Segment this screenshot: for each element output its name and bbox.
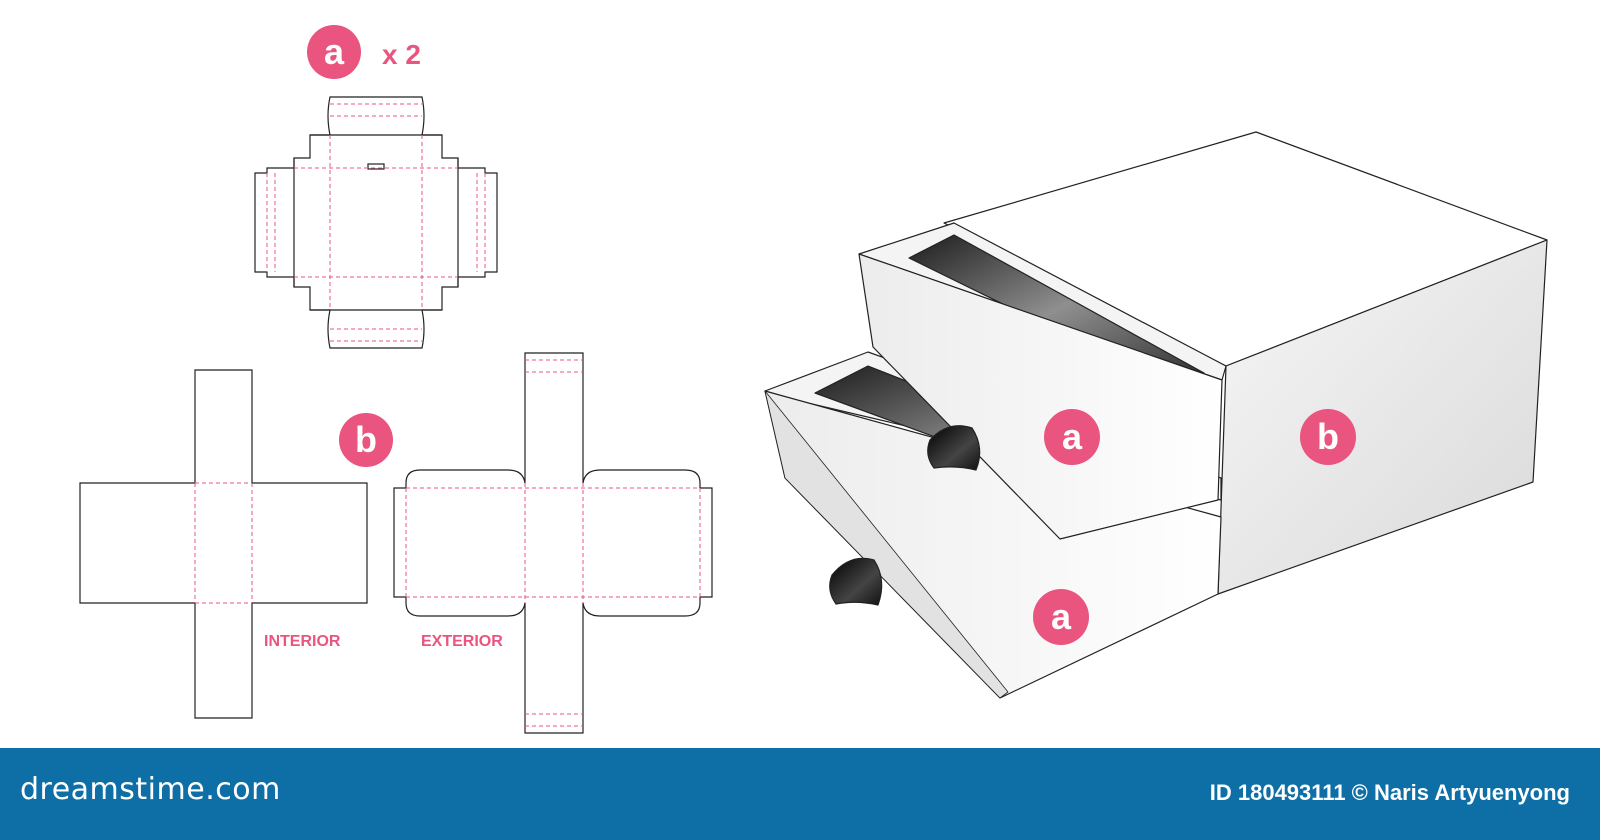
sleeve-badge: b xyxy=(1300,409,1356,465)
part-b-badge: b xyxy=(339,413,393,467)
drawer-upper-badge-letter: a xyxy=(1062,416,1083,457)
interior-label: INTERIOR xyxy=(264,633,341,650)
drawer-upper-badge: a xyxy=(1044,409,1100,465)
part-a-badge-letter: a xyxy=(324,31,345,72)
dieline-a xyxy=(254,96,498,349)
image-credit: ID 180493111 © Naris Artyuenyong xyxy=(1209,780,1570,805)
exterior-label: EXTERIOR xyxy=(421,633,503,650)
sleeve-badge-letter: b xyxy=(1317,416,1339,457)
upper-pull-tab xyxy=(927,425,981,471)
box-3d-illustration xyxy=(764,131,1548,699)
footer-bar: dreamstime.com ID 180493111 © Naris Arty… xyxy=(0,748,1600,840)
dieline-a-folds xyxy=(266,103,486,342)
part-b-badge-letter: b xyxy=(355,419,377,460)
part-a-badge: a xyxy=(307,25,361,79)
quantity-label: x 2 xyxy=(382,39,421,70)
dieline-b-exterior xyxy=(393,352,713,734)
packaging-dieline-diagram: a x 2 b INTERIOR xyxy=(79,25,1548,734)
upper-drawer-front xyxy=(858,253,1223,540)
dieline-b-interior-folds xyxy=(194,482,253,604)
lower-pull-tab xyxy=(829,557,883,606)
drawer-lower-badge-letter: a xyxy=(1051,596,1072,637)
dieline-b-exterior-folds xyxy=(405,359,701,727)
brand-logo[interactable]: dreamstime.com xyxy=(20,772,281,807)
dieline-b-interior xyxy=(79,369,368,719)
lower-drawer-side xyxy=(764,390,1009,699)
drawer-lower-badge: a xyxy=(1033,589,1089,645)
